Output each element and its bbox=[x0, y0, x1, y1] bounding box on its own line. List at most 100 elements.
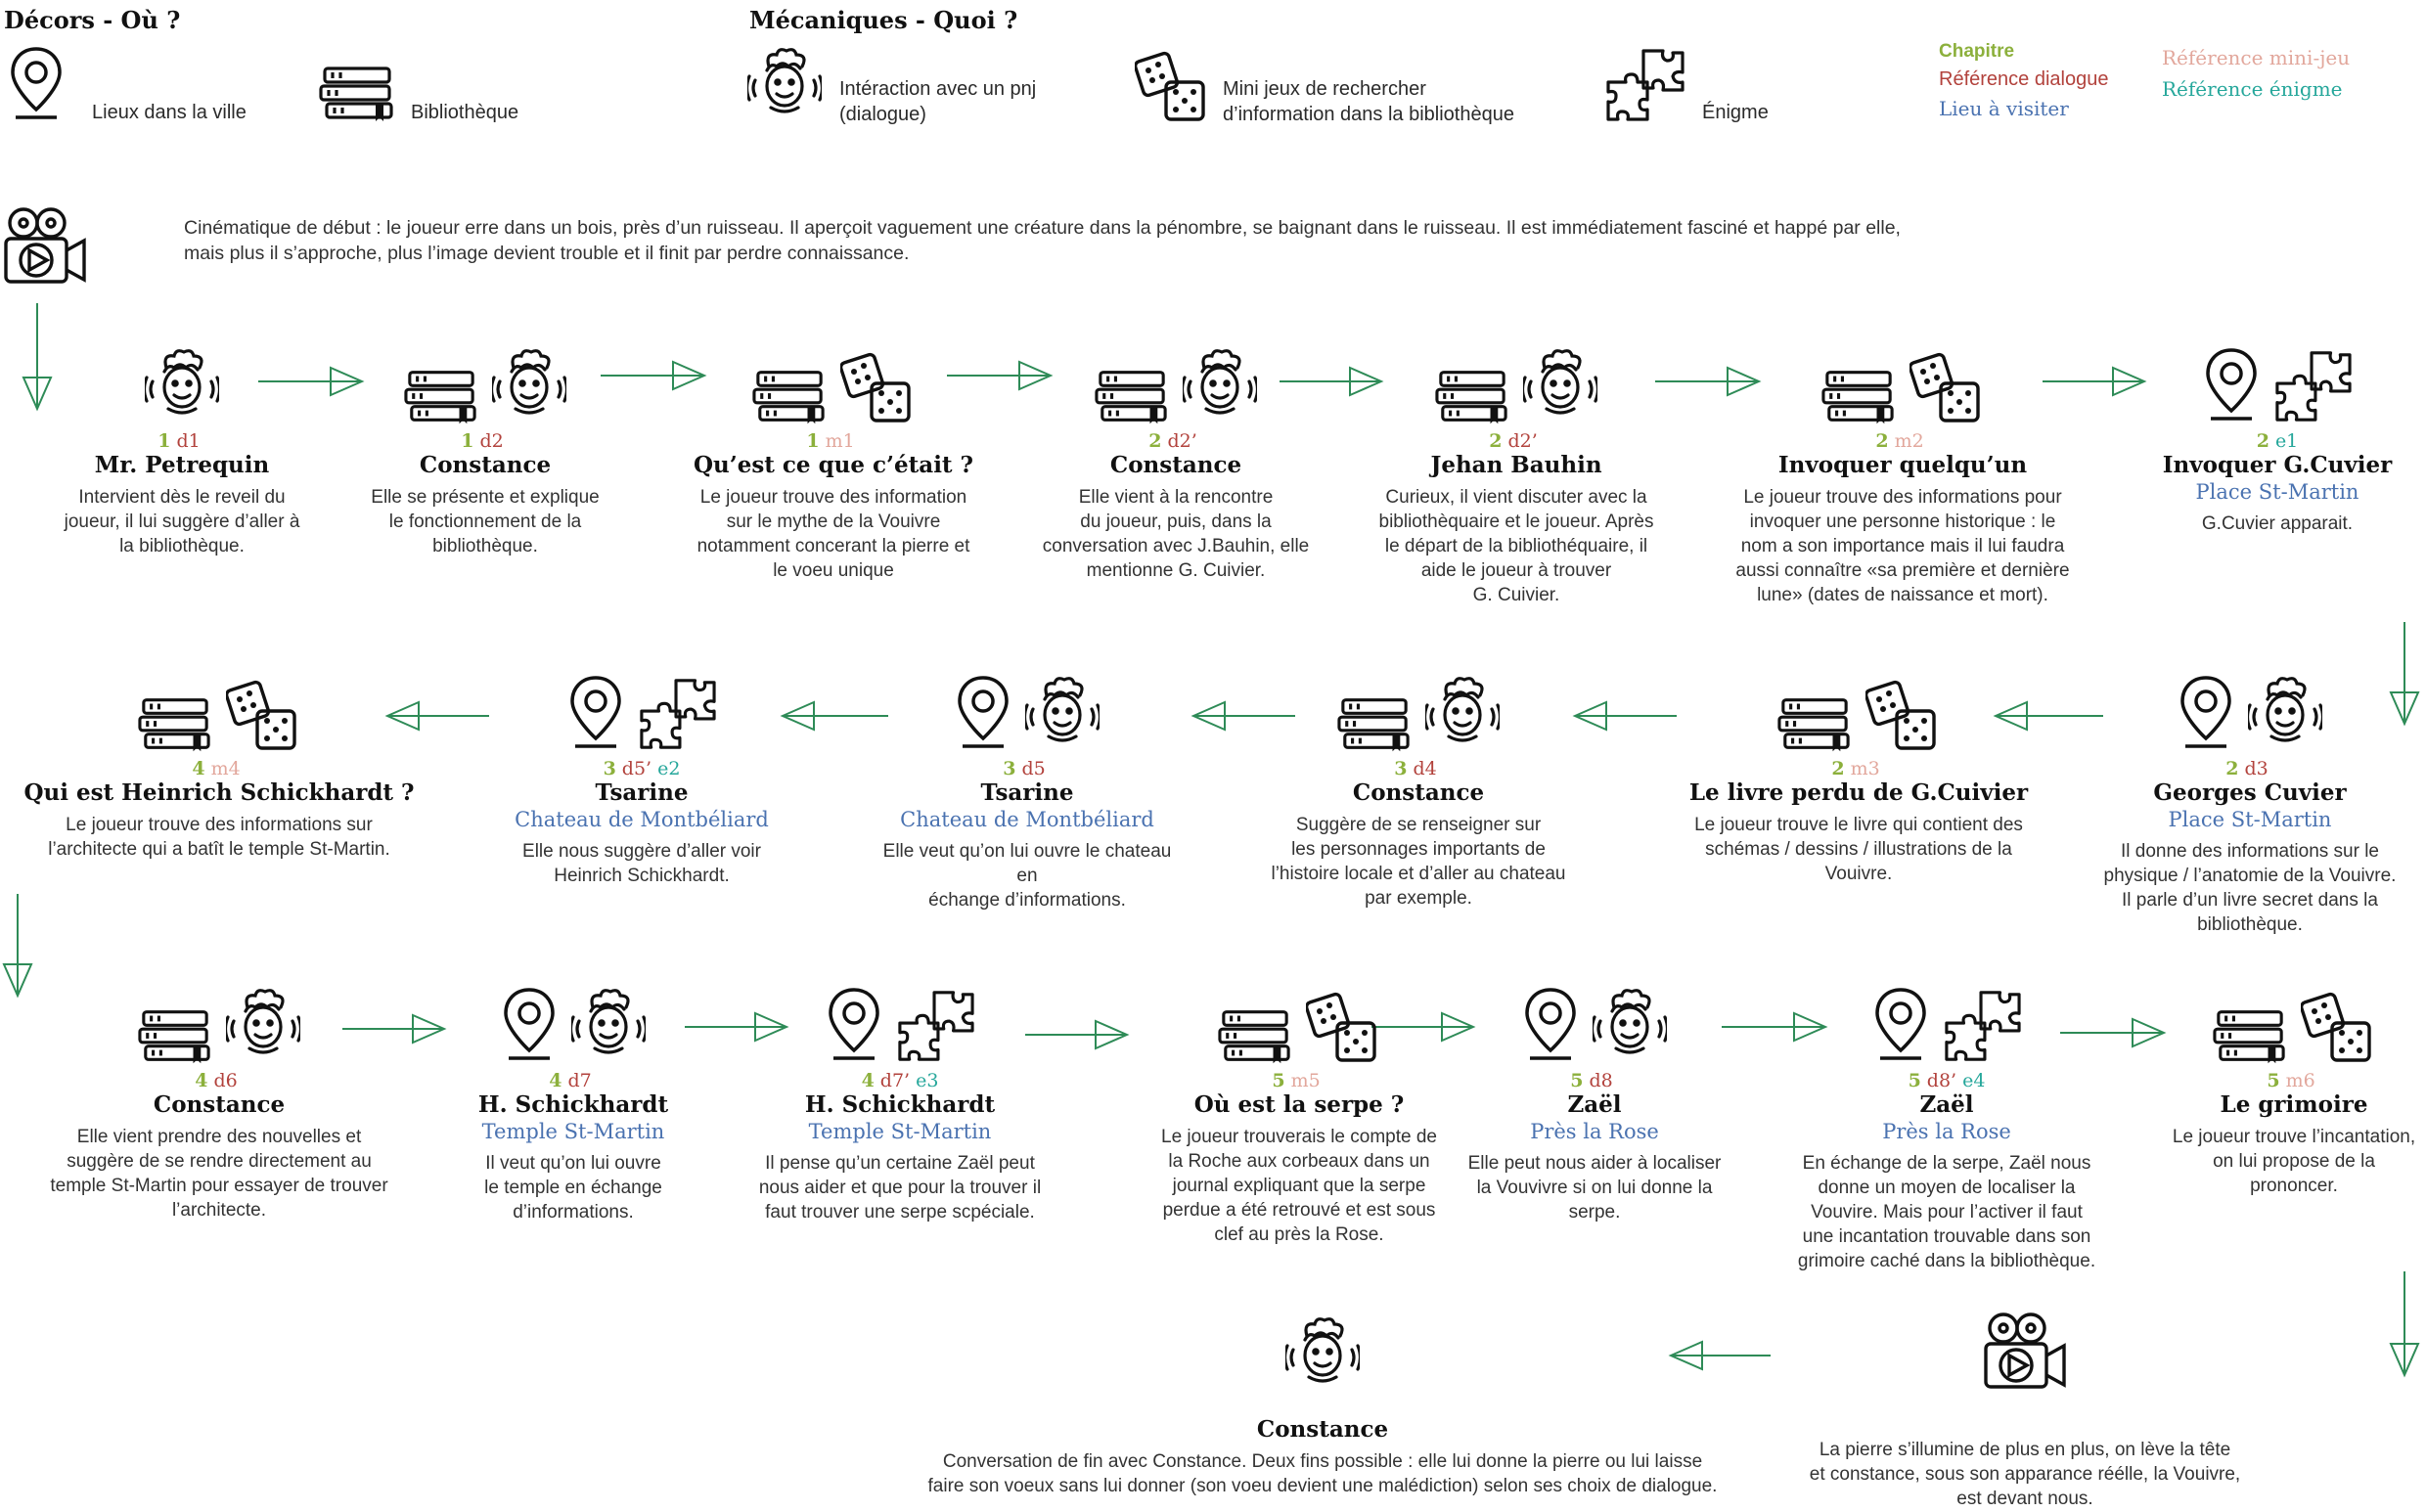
node-description: Le joueur trouve le livre qui contient d… bbox=[1694, 815, 2023, 884]
arrow-right bbox=[258, 366, 365, 397]
node-icons bbox=[14, 670, 425, 752]
node-title: Zaël bbox=[1919, 1091, 1974, 1118]
arrow-right bbox=[1025, 1019, 1130, 1050]
books-icon bbox=[1095, 368, 1169, 424]
enigma-reference: e3 bbox=[916, 1070, 939, 1091]
node-description: Curieux, il vient discuter avec la bibli… bbox=[1378, 487, 1654, 605]
books-icon bbox=[138, 695, 212, 752]
node-icons bbox=[734, 982, 1066, 1064]
node-description: Elle peut nous aider à localiser la Vouv… bbox=[1467, 1153, 1722, 1223]
node-description: Elle veut qu’on lui ouvre le chateau en … bbox=[882, 841, 1172, 911]
node-title: Où est la serpe ? bbox=[1193, 1091, 1405, 1118]
minigame-reference: m5 bbox=[1290, 1070, 1321, 1091]
enigma-reference: e2 bbox=[657, 758, 681, 779]
node-title: H. Schickhardt bbox=[477, 1091, 669, 1118]
puzzle-icon bbox=[1943, 988, 2021, 1064]
dice-icon bbox=[226, 678, 300, 752]
puzzle-icon bbox=[896, 988, 974, 1064]
chapter-number: 2 bbox=[1489, 430, 1503, 452]
arrow-left bbox=[1668, 1340, 1771, 1371]
legend-label-lieux: Lieux dans la ville bbox=[92, 102, 247, 123]
chapter-number: 3 bbox=[603, 758, 616, 779]
node-place: Place St-Martin bbox=[2168, 808, 2332, 831]
puzzle-icon bbox=[638, 676, 716, 752]
npc-icon bbox=[1025, 674, 1100, 752]
dialogue-reference: d3 bbox=[2244, 758, 2269, 779]
chapter-number: 5 bbox=[1570, 1070, 1584, 1091]
location-pin-icon bbox=[567, 674, 624, 752]
books-icon bbox=[1218, 1007, 1292, 1064]
books-icon bbox=[404, 368, 478, 424]
key-lieu: Lieu à visiter bbox=[1939, 97, 2069, 120]
chapter-number: 4 bbox=[192, 758, 205, 779]
arrow-down bbox=[22, 303, 53, 412]
node-icons bbox=[14, 982, 425, 1064]
books-icon bbox=[1777, 695, 1852, 752]
node-place: Place St-Martin bbox=[2195, 480, 2359, 504]
chapter-number: 3 bbox=[1394, 758, 1408, 779]
node-place: Près la Rose bbox=[1882, 1120, 2011, 1143]
arrow-left bbox=[384, 700, 489, 732]
location-pin-icon bbox=[501, 986, 558, 1064]
minigame-reference: m2 bbox=[1894, 430, 1924, 452]
node-description: Elle se présente et explique le fonction… bbox=[371, 487, 600, 556]
books-icon bbox=[1435, 368, 1509, 424]
chapter-number: 1 bbox=[157, 430, 171, 452]
chapter-number: 5 bbox=[1272, 1070, 1285, 1091]
arrow-left bbox=[1993, 700, 2103, 732]
node-title: Jehan Bauhin bbox=[1430, 452, 1602, 478]
node-description: Elle vient prendre des nouvelles et sugg… bbox=[50, 1127, 388, 1221]
enigma-reference: e1 bbox=[2274, 430, 2299, 452]
node-icons bbox=[1242, 670, 1595, 752]
node-place: Chateau de Montbéliard bbox=[900, 808, 1154, 831]
location-pin-icon bbox=[1872, 986, 1929, 1064]
node-title: Georges Cuvier bbox=[2153, 779, 2347, 806]
node-title: H. Schickhardt bbox=[804, 1091, 996, 1118]
arrow-right bbox=[685, 1011, 789, 1043]
node-icons bbox=[1771, 1311, 2279, 1393]
node-title: Le grimoire bbox=[2220, 1091, 2368, 1118]
node-icons bbox=[35, 342, 329, 424]
dialogue-reference: d4 bbox=[1413, 758, 1437, 779]
node-description: La pierre s’illumine de plus en plus, on… bbox=[1809, 1440, 2241, 1509]
arrow-right bbox=[601, 360, 707, 391]
node-description: Elle vient à la rencontre du joueur, pui… bbox=[1042, 487, 1310, 581]
minigame-reference: m4 bbox=[210, 758, 241, 779]
node-icons bbox=[338, 342, 632, 424]
arrow-right bbox=[1280, 366, 1384, 397]
node-title: Le livre perdu de G.Cuivier bbox=[1688, 779, 2029, 806]
node-title: Zaël bbox=[1567, 1091, 1622, 1118]
dialogue-reference: d2 bbox=[479, 430, 504, 452]
npc-icon bbox=[1523, 346, 1597, 424]
node-place: Temple St-Martin bbox=[808, 1120, 992, 1143]
node-icons bbox=[1771, 982, 2123, 1064]
node-description: Suggère de se renseigner sur les personn… bbox=[1271, 815, 1566, 909]
node-icons bbox=[1019, 342, 1332, 424]
node-title: Qu’est ce que c’était ? bbox=[693, 452, 974, 478]
node-title: Constance bbox=[1109, 452, 1242, 478]
minigame-reference: m1 bbox=[825, 430, 855, 452]
chapter-number: 2 bbox=[2225, 758, 2239, 779]
books-icon bbox=[319, 65, 395, 126]
node-title: Mr. Petrequin bbox=[94, 452, 270, 478]
arrow-right bbox=[1655, 366, 1762, 397]
dialogue-reference: d8’ bbox=[1926, 1070, 1957, 1091]
node-title: Invoquer G.Cuvier bbox=[2162, 452, 2393, 478]
